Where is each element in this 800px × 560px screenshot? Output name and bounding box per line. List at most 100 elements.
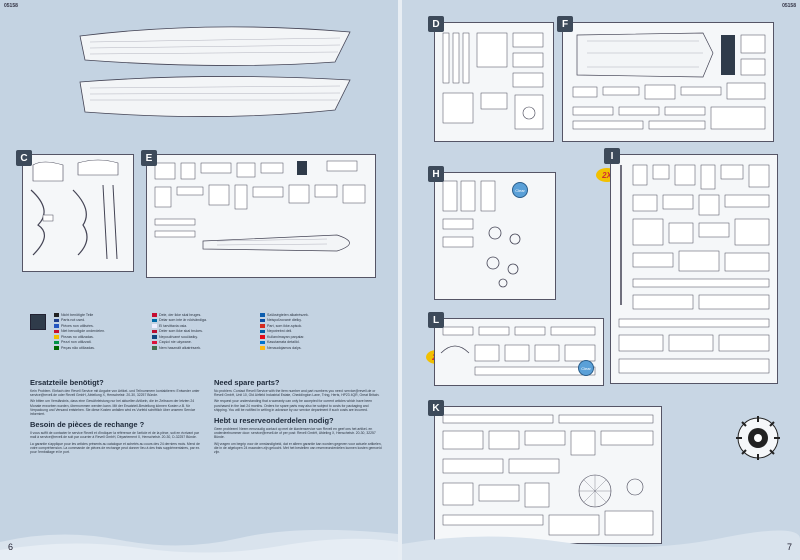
- legend-item: Niet benodigde onderdelen.: [54, 329, 105, 335]
- legend-text: Neispoľzované dielky.: [267, 318, 302, 323]
- spares-en-body-1: No problem. Contact Revell Service with …: [214, 389, 380, 398]
- flag-icon: [260, 335, 265, 339]
- legend-item: Part, som ikke-spisok.: [260, 323, 309, 329]
- spares-nl-body-1: Geen probleem! Neem eenvoudig contact op…: [214, 427, 376, 440]
- flag-icon: [152, 340, 157, 344]
- sprue-e-badge: E: [141, 150, 157, 166]
- legend-item: Szükségtelen alkatrészek.: [260, 312, 309, 318]
- page-left: 05158 C E: [0, 0, 398, 560]
- sprue-d-frame: [434, 22, 554, 142]
- sprue-f-frame: [562, 22, 774, 142]
- sprue-h-letter: H: [432, 168, 440, 180]
- spares-fr-body-2: La garantie s'applique pour les articles…: [30, 441, 201, 455]
- clear-parts-icon: Clear: [578, 360, 594, 376]
- spares-en-title: Need spare parts?: [214, 378, 280, 387]
- flag-icon: [260, 313, 265, 317]
- sprue-e-frame: [146, 154, 376, 278]
- legend-item: Kullanılmayan parçalar.: [260, 334, 309, 340]
- legend-text: Delar som inte är nödvändiga.: [159, 318, 207, 323]
- legend-item: Pièces non utilisées.: [54, 323, 105, 329]
- spares-de-body-1: Kein Problem. Einfach den Revell Service…: [30, 389, 200, 398]
- spares-de-body-2: Wir bitten um Verständnis, dass eine Gew…: [30, 399, 196, 417]
- legend-text: Pezzi non utilizzati.: [61, 340, 92, 345]
- legend-text: Nepoužívané součástky.: [159, 334, 198, 339]
- legend-text: Kasutamata detailid.: [267, 340, 300, 345]
- hull-halves: [79, 26, 351, 117]
- spares-fr-title: Besoin de pièces de rechange ?: [30, 420, 145, 430]
- spares-de-fr-column: Ersatzteile benötigt? Kein Problem. Einf…: [30, 374, 206, 456]
- clear-label: Clear: [581, 365, 591, 371]
- flag-icon: [152, 318, 157, 322]
- clear-label: Clear: [515, 187, 525, 193]
- gutter: [398, 0, 402, 560]
- page-right: 05158 D F: [402, 0, 800, 560]
- sprue-k-parts: [442, 414, 654, 536]
- legend-item: Nepoužívané součástky.: [152, 334, 207, 340]
- sprue-i-badge: I: [604, 148, 620, 164]
- legend-item: Nem használt alkatrészek.: [152, 345, 207, 351]
- legend-text: Dele, der ikke skal bruges.: [159, 312, 202, 317]
- legend-item: Deler som ikke skal brukes.: [152, 329, 207, 335]
- sprue-f-badge: F: [557, 16, 573, 32]
- sprue-d-parts: [442, 32, 544, 130]
- legend-text: Peças não utilizadas.: [61, 345, 95, 350]
- spares-fr-body-1: Il vous suffit de contacter le service R…: [30, 431, 199, 440]
- spares-en-nl-column: Need spare parts? No problem. Contact Re…: [214, 374, 382, 456]
- page-number: 7: [786, 542, 792, 552]
- legend-text: Part, som ikke-spisok.: [267, 323, 303, 328]
- sprue-f-letter: F: [561, 18, 569, 30]
- flag-icon: [260, 346, 265, 350]
- sprue-i-parts: [618, 164, 770, 374]
- legend-item: Nepotrebni deli.: [260, 329, 309, 335]
- product-code: 05158: [4, 3, 18, 9]
- legend-text: Nenaudojamos dalys.: [267, 345, 302, 350]
- sprue-h-parts: [442, 180, 521, 288]
- multiplier-text: 2X: [602, 170, 612, 180]
- legend-item: Dele, der ikke skal bruges.: [152, 312, 207, 318]
- page-number: 6: [8, 542, 14, 552]
- sprue-c-parts: [30, 159, 119, 260]
- unused-parts-swatch: [30, 314, 46, 330]
- legend-col-1: Nicht benötigte Teile Parts not used. Pi…: [54, 312, 105, 351]
- sprue-k-badge: K: [428, 400, 444, 416]
- flag-icon: [54, 346, 59, 350]
- sprue-d-letter: D: [432, 18, 440, 30]
- sprue-l-frame: [434, 318, 604, 386]
- flag-icon: [54, 329, 59, 333]
- sprue-f-parts: [572, 32, 766, 130]
- wave-decoration: [0, 529, 398, 560]
- legend-item: Pezzi non utilizzati.: [54, 340, 105, 346]
- legend-item: Części nie używane.: [152, 340, 207, 346]
- product-code: 05158: [782, 3, 796, 9]
- wave-decoration: [402, 530, 800, 560]
- flag-icon: [260, 318, 265, 322]
- legend-text: Nicht benötigte Teile: [61, 312, 94, 317]
- sprue-e-parts: [154, 160, 366, 252]
- flag-icon: [152, 313, 157, 317]
- flag-icon: [260, 329, 265, 333]
- legend-text: Nem használt alkatrészek.: [159, 345, 202, 350]
- flag-icon: [54, 340, 59, 344]
- legend-text: Piezas no utilizadas.: [61, 334, 94, 339]
- sprue-h-badge: H: [428, 166, 444, 182]
- flag-icon: [260, 340, 265, 344]
- spares-en-body-2: We request your understanding that a war…: [214, 399, 373, 412]
- sprue-c-frame: [22, 154, 134, 272]
- sprue-e-letter: E: [145, 152, 153, 164]
- sprue-h-frame: [434, 172, 556, 300]
- legend-text: Części nie używane.: [159, 340, 192, 345]
- legend-text: Pièces non utilisées.: [61, 323, 94, 328]
- flag-icon: [152, 324, 157, 328]
- flag-icon: [54, 335, 59, 339]
- legend-text: Nepotrebni deli.: [267, 329, 293, 334]
- flag-icon: [54, 318, 59, 322]
- flag-icon: [152, 335, 157, 339]
- spares-nl-title: Hebt u reserveonderdelen nodig?: [214, 416, 334, 426]
- legend-item: Neispoľzované dielky.: [260, 318, 309, 324]
- legend-text: Ei tarvittavia osia.: [159, 323, 188, 328]
- legend-item: Nenaudojamos dalys.: [260, 345, 309, 351]
- flag-icon: [54, 313, 59, 317]
- sprue-l-letter: L: [432, 314, 440, 326]
- legend-col-2: Dele, der ikke skal bruges. Delar som in…: [152, 312, 207, 351]
